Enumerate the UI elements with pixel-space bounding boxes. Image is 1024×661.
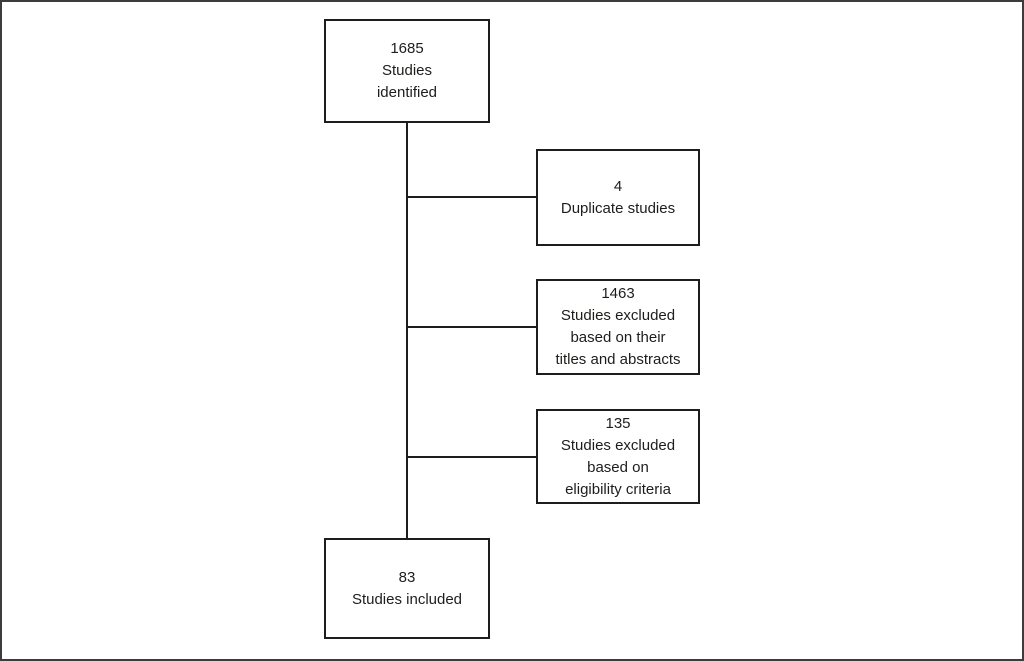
node-excluded-eligibility-criteria: 135 Studies excluded based on eligibilit… [536,409,700,504]
node-studies-included: 83 Studies included [324,538,490,639]
excluded-eligibility-count: 135 [605,414,631,432]
duplicate-studies-label: Duplicate studies [560,199,676,217]
connector-to-duplicates [408,196,536,198]
studies-included-label: Studies included [351,590,463,608]
excluded-titles-count: 1463 [601,285,635,302]
studies-included-count: 83 [398,568,416,586]
studies-identified-label: Studies identified [376,62,438,101]
node-studies-identified: 1685 Studies identified [324,19,490,123]
node-duplicate-studies: 4 Duplicate studies [536,149,700,246]
connector-to-excluded-titles [408,326,536,328]
node-excluded-titles-abstracts: 1463 Studies excluded based on their tit… [536,279,700,375]
connector-to-excluded-eligibility [408,456,536,458]
duplicate-studies-count: 4 [613,177,623,195]
excluded-eligibility-label: Studies excluded based on eligibility cr… [560,436,676,498]
studies-identified-count: 1685 [390,40,424,57]
excluded-titles-label: Studies excluded based on their titles a… [555,307,681,368]
connector-main-vertical [406,123,408,538]
